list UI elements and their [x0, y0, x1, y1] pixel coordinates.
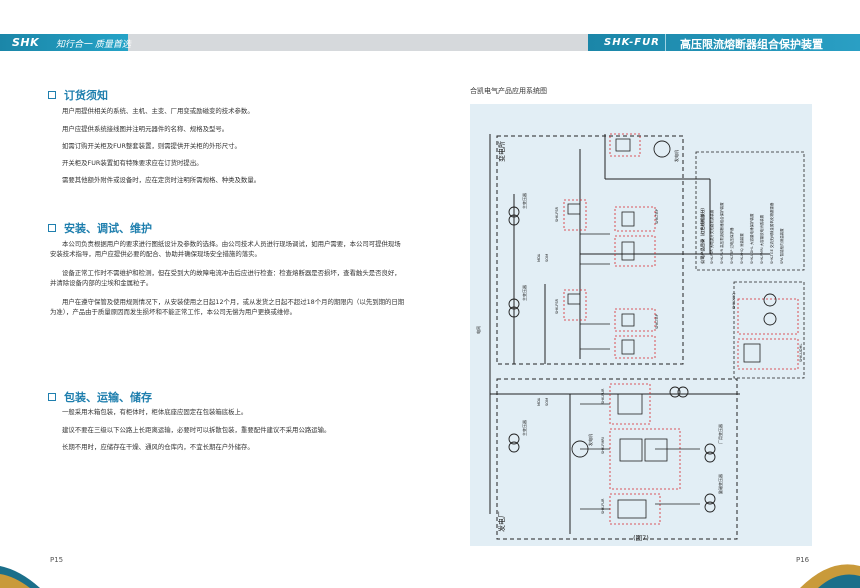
- fsr-label-1: SHK-FSR: [555, 206, 559, 222]
- installation-para-1: 本公司负责根据用户的要求进行图纸设计及参数的选择。由公司技术人员进行现场调试，如…: [50, 240, 401, 258]
- system-diagram: 变电所 发电厂 电网 发电机 主变压器 主变压器 主变压器 厂用变压器 励磁变压…: [470, 104, 812, 546]
- catalog-item-6: SHK-FMRI 大容量放电消弧装置: [759, 214, 764, 264]
- square-bullet-icon: [48, 91, 56, 99]
- page-number-left: P15: [50, 556, 64, 564]
- packaging-para-3: 长期不用时，应储存在干燥、通风的仓库内，不宜长期在户外储存。: [62, 443, 254, 451]
- grid-label: 电网: [475, 326, 481, 334]
- catalog-item-7: SHK-TGE 交流无间隙金属氧化物避雷器: [769, 202, 774, 264]
- ordering-para-1: 用户用提供相关的系统、主机、主变、厂用变或励磁变的技术参数。: [62, 107, 254, 115]
- ordering-para-3: 如需订购开关柜及FUR整套装置，则需提供开关柜的外形尺寸。: [62, 142, 241, 150]
- generator-label-bottom: 发电机: [587, 434, 593, 446]
- section-title-ordering: 订货须知: [48, 87, 108, 103]
- generator-label-top: 发电机: [673, 150, 679, 162]
- fur-label-bottom: SHK-FUR: [601, 498, 605, 514]
- square-bullet-icon: [48, 393, 56, 401]
- fur-label: SHK-FUR: [601, 388, 605, 404]
- som-label-2: SOM: [545, 398, 549, 406]
- main-transformer-label-2: 主变压器: [521, 285, 527, 301]
- fsr-label-2: SHK-FSR: [555, 298, 559, 314]
- catalog-item-3: SHK-TBP 过电压保护器: [729, 227, 734, 264]
- header-left-light-bar: [128, 34, 430, 51]
- header-left-bar: [0, 34, 128, 51]
- plant-transformer-label: 厂用变压器: [717, 424, 723, 444]
- header-separator: [665, 34, 666, 51]
- header-right-light-bar: [430, 34, 588, 51]
- packaging-para-1: 一般采用木箱包装，有柜体时，柜体底座应固定在包装箱底板上。: [62, 408, 248, 416]
- power-plant-label: 发电厂: [497, 511, 506, 532]
- tbp-label-1: SHK-TBP: [655, 208, 659, 224]
- catalog-item-4: SHK-XHQ 消谐装置: [739, 233, 744, 264]
- mda-label-1: MDA: [537, 253, 541, 262]
- fmri-label: SHK-FMRI: [601, 437, 605, 454]
- installation-para-2: 设备正常工作时不需维护和检测，但在受到大的故障电流冲击后应进行检查：检查熔断器是…: [50, 269, 401, 287]
- corner-decoration-left: [0, 566, 40, 588]
- catalog-item-5: SHK-UDHL 大容量电涌保护装置: [749, 213, 754, 264]
- udhl-label: SHK-UDHL: [799, 344, 803, 362]
- page-number-right: P16: [796, 556, 810, 564]
- catalog-item-2: SHK-FUR 高压限流熔断器组合保护装置: [719, 202, 724, 264]
- right-logo: SHK-FUR: [604, 37, 660, 48]
- main-transformer-label-3: 主变压器: [521, 420, 527, 436]
- square-bullet-icon: [48, 224, 56, 232]
- ordering-para-5: 需要其他额外附件或设备时，应在定货时注明所需规格、种类及数量。: [62, 176, 261, 184]
- catalog-item-1: SHK-FSR 大电流开关短路限流装置: [709, 209, 714, 264]
- ordering-para-2: 用户应提供系统接线图并注明元器件的名称、规格及型号。: [62, 125, 229, 133]
- figure-caption: (图7): [633, 534, 649, 542]
- section-title-installation: 安装、调试、维护: [48, 220, 152, 236]
- figure-title: 合凯电气产品应用系统图: [470, 87, 547, 95]
- header-right-bar: [588, 34, 860, 51]
- packaging-para-2: 建议不要在三级以下公路上长距离运输，必要时可以拆散包装，重要配件建议不采用公路运…: [62, 426, 331, 434]
- main-transformer-label-1: 主变压器: [521, 193, 527, 209]
- xhq-label: SHK-XHQ: [732, 293, 736, 309]
- left-logo: SHK: [12, 36, 40, 49]
- catalog-item-8: SPA 智能柜内测温装置: [779, 228, 784, 264]
- product-title: 高压限流熔断器组合保护装置: [680, 38, 823, 51]
- tbp-label-2: SHK-TBP: [655, 313, 659, 329]
- substation-label: 变电所: [497, 141, 506, 162]
- installation-para-3: 用户在遵守保管及使用规则情况下，从安装使用之日起12个月，或从发货之日起不超过1…: [50, 298, 405, 316]
- ordering-para-4: 开关柜及FUR装置如有特殊要求应在订货时提出。: [62, 159, 203, 167]
- left-slogan: 知行合一 质量首选: [56, 40, 131, 50]
- section-title-packaging: 包装、运输、储存: [48, 389, 152, 405]
- som-label-1: SOM: [545, 254, 549, 262]
- mda-label-2: MDA: [537, 397, 541, 406]
- corner-decoration-right: [800, 564, 860, 588]
- excitation-transformer-label: 励磁变压器: [717, 474, 723, 494]
- catalog-title: 公司产品目录（红色线框部分）: [699, 205, 706, 264]
